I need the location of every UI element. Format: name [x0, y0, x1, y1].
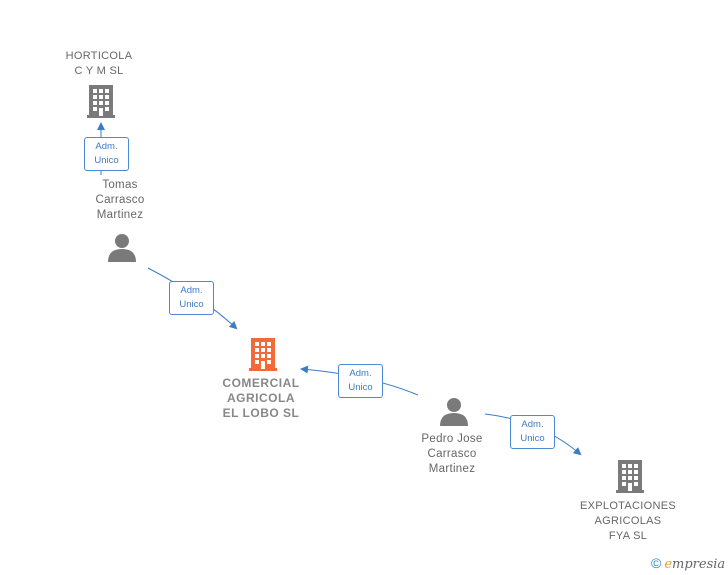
edge-label-pedro-explotaciones: Adm. Unico — [510, 415, 555, 449]
node-label-pedro[interactable]: Pedro Jose Carrasco Martinez — [421, 433, 483, 475]
edge-label-tomas-comercial: Adm. Unico — [169, 281, 214, 315]
edge-label-pedro-comercial: Adm. Unico — [338, 364, 383, 398]
brand-initial: e — [664, 557, 673, 572]
building-icon[interactable] — [87, 85, 115, 118]
building-icon[interactable] — [616, 460, 644, 493]
person-icon[interactable] — [108, 234, 136, 262]
brand-name: mpresia — [672, 557, 726, 572]
edge-label-tomas-horticola: Adm. Unico — [84, 137, 129, 171]
node-label-comercial[interactable]: COMERCIAL AGRICOLA EL LOBO SL — [222, 376, 300, 420]
person-icon[interactable] — [440, 398, 468, 426]
brand-logo: ©empresia — [651, 555, 725, 572]
copyright-symbol: © — [651, 555, 662, 571]
node-label-horticola[interactable]: HORTICOLA C Y M SL — [65, 50, 133, 77]
node-label-explotaciones[interactable]: EXPLOTACIONES AGRICOLAS FYA SL — [580, 500, 676, 542]
node-label-tomas[interactable]: Tomas Carrasco Martinez — [95, 179, 145, 221]
building-focus-icon[interactable] — [249, 338, 277, 371]
